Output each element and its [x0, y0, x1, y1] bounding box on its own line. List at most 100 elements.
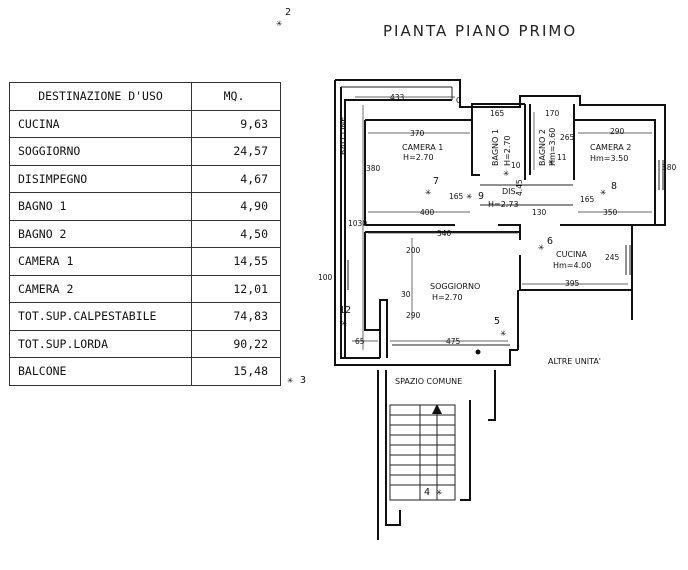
row-name: CAMERA 2: [9, 274, 192, 303]
row-value: 90,22: [191, 329, 281, 358]
row-name: DISIMPEGNO: [9, 164, 192, 193]
dim-395: 395: [565, 279, 580, 288]
marker-5-star-icon: ✳: [500, 328, 506, 339]
dim-540: 540: [437, 229, 452, 238]
marker-2-star-icon: ✳: [276, 18, 282, 29]
marker-11: 11: [557, 153, 567, 162]
dim-165c: 165: [580, 195, 595, 204]
windows: [347, 160, 664, 290]
marker-6: 6: [547, 236, 553, 247]
dim-400: 400: [420, 208, 435, 217]
table-header-row: DESTINAZIONE D'USO MQ.: [9, 82, 281, 111]
room-balcone-name: BALCONE: [339, 117, 348, 155]
room-labels: CAMERA 1 H=2.70 CAMERA 2 Hm=3.50 BAGNO 1…: [339, 117, 631, 386]
interior-walls: [364, 103, 656, 358]
dim-370: 370: [410, 129, 425, 138]
room-dis-height: H=2.73: [488, 200, 519, 209]
room-cucina-name: CUCINA: [556, 250, 587, 259]
dimension-labels: 433 C 370 165 170 265 290 380 380 165 40…: [318, 93, 677, 346]
marker-11-star-icon: ✳: [548, 157, 554, 168]
marker-10-star-icon: ✳: [503, 168, 509, 179]
dim-380b: 380: [662, 163, 677, 172]
dimension-lines: [352, 96, 652, 350]
room-camera1-height: H=2.70: [403, 153, 434, 162]
marker-3-star-icon: ✳: [287, 375, 293, 386]
dim-265: 265: [560, 133, 575, 142]
dim-290b: 290: [406, 311, 421, 320]
marker-8-star-icon: ✳: [600, 187, 606, 198]
marker-7: 7: [433, 176, 439, 187]
row-name: CUCINA: [9, 109, 192, 138]
room-soggiorno-name: SOGGIORNO: [430, 282, 480, 291]
table-header-value: MQ.: [191, 82, 281, 111]
marker-7-star-icon: ✳: [425, 187, 431, 198]
row-value: 12,01: [191, 274, 281, 303]
marker-9: 9: [478, 191, 484, 202]
dim-165b: 165: [449, 192, 464, 201]
dim-290a: 290: [610, 127, 625, 136]
marker-4-star-icon: ✳: [436, 487, 442, 498]
marker-5: 5: [494, 316, 500, 327]
room-cucina-height: Hm=4.00: [553, 261, 591, 270]
row-name: CAMERA 1: [9, 247, 192, 276]
row-value: 24,57: [191, 137, 281, 166]
dim-475: 475: [446, 337, 461, 346]
room-camera1-name: CAMERA 1: [402, 143, 443, 152]
dim-170: 170: [545, 109, 560, 118]
room-dis-name: DIS.: [502, 187, 518, 196]
marker-9-star-icon: ✳: [466, 191, 472, 202]
marker-10: 10: [511, 161, 521, 170]
table-header-name: DESTINAZIONE D'USO: [9, 82, 192, 111]
dim-30: 30: [401, 290, 411, 299]
room-bagno2-name: BAGNO 2: [538, 129, 547, 166]
stair-steps: [390, 414, 455, 486]
dim-350: 350: [603, 208, 618, 217]
marker-8: 8: [611, 181, 617, 192]
marker-3: 3: [300, 375, 306, 386]
marker-4: 4: [424, 487, 430, 498]
dim-100: 100: [318, 273, 333, 282]
stair-arrow-icon: [432, 404, 442, 414]
room-soggiorno-height: H=2.70: [432, 293, 463, 302]
room-bagno1-name: BAGNO 1: [491, 129, 500, 166]
dim-380a: 380: [366, 164, 381, 173]
dim-130: 130: [532, 208, 547, 217]
dim-165a: 165: [490, 109, 505, 118]
dim-245: 245: [605, 253, 620, 262]
marker-2: 2: [285, 7, 291, 18]
room-bagno2-height: Hm=3.60: [548, 128, 557, 166]
dim-65: 65: [355, 337, 365, 346]
room-spazio-name: SPAZIO COMUNE: [395, 377, 462, 386]
row-name: BAGNO 2: [9, 219, 192, 248]
dim-445: 4.45: [515, 179, 524, 196]
row-name: TOT.SUP.CALPESTABILE: [9, 302, 192, 331]
room-bagno1-height: H=2.70: [503, 135, 512, 166]
row-value: 4,90: [191, 192, 281, 221]
row-value: 4,67: [191, 164, 281, 193]
row-value: 15,48: [191, 357, 281, 386]
marker-12: 12: [339, 305, 351, 316]
marker-6-star-icon: ✳: [538, 242, 544, 253]
row-value: 9,63: [191, 109, 281, 138]
dim-200: 200: [406, 246, 421, 255]
room-camera2-name: CAMERA 2: [590, 143, 631, 152]
row-value: 4,50: [191, 219, 281, 248]
marker-12-star-icon: ✳: [341, 318, 347, 329]
entrance-dot: [475, 349, 481, 355]
room-altre-name: ALTRE UNITA': [548, 357, 601, 366]
row-name: SOGGIORNO: [9, 137, 192, 166]
room-camera2-height: Hm=3.50: [590, 154, 628, 163]
row-name: BAGNO 1: [9, 192, 192, 221]
page-title: PIANTA PIANO PRIMO: [383, 22, 578, 40]
photo-markers: 2 ✳ 3 ✳ 4 ✳ 5 ✳ 6 ✳ 7 ✳ 8 ✳ 9 ✳ 10 ✳ 11 …: [276, 7, 617, 498]
row-value: 74,83: [191, 302, 281, 331]
